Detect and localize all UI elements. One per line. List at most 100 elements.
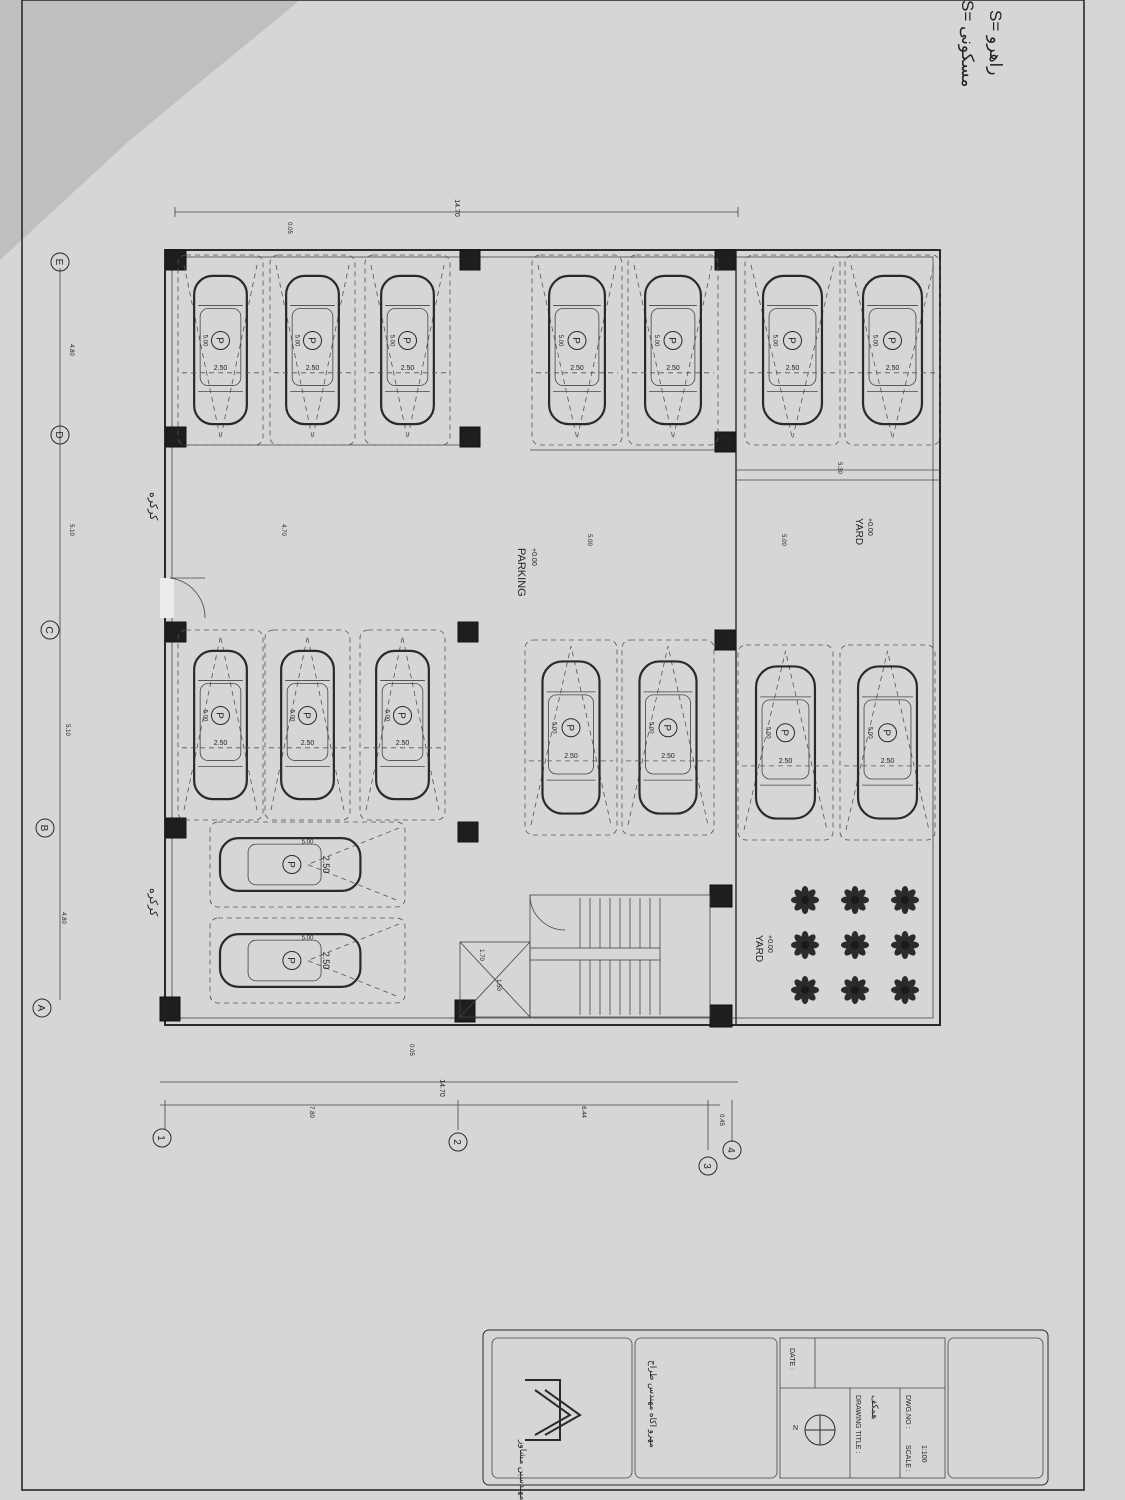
- shutter-door-label-2: کرکره: [147, 888, 159, 917]
- parking-marker: P: [779, 729, 790, 736]
- stall-length-dim: 5.00: [653, 335, 659, 347]
- grid-label-1: 1: [155, 1135, 166, 1141]
- grid-letter-axis: E D C B A 4.80 5.10 5.10 4.80: [32, 252, 74, 1018]
- stall-width-dim: 2.50: [779, 758, 793, 765]
- car-icon: [280, 649, 335, 801]
- shrub-icon: [841, 886, 869, 914]
- stall-length-dim: 5.00: [389, 335, 395, 347]
- elevator-shaft: [459, 941, 531, 1018]
- grid-label-3: 3: [701, 1163, 712, 1169]
- room-labels: PARKING +0.00 YARD +0.00 YARD +0.00 کرکر…: [147, 492, 873, 962]
- stall-width-dim: 2.50: [321, 856, 331, 874]
- staircase: 1.70 1.50: [459, 894, 711, 1018]
- grid-label-D: D: [53, 431, 64, 438]
- car-icon: [380, 274, 435, 426]
- scale-label: SCALE :: [904, 1445, 911, 1472]
- car-icon: [761, 274, 824, 426]
- grid-bubble-1: [152, 1128, 172, 1148]
- date-label: DATE :: [788, 1348, 795, 1370]
- legend-line-2: S= راهرو: [985, 10, 1005, 76]
- parking-level: +0.00: [530, 548, 537, 566]
- parking-marker: P: [564, 724, 575, 731]
- car-icon: [541, 660, 601, 815]
- shrub-icon: [891, 886, 919, 914]
- stall-width-dim: 2.50: [401, 365, 415, 372]
- stall-length-dim: 5.00: [867, 727, 873, 739]
- parking-stall: P2.505.00: [627, 254, 719, 446]
- company-logo: [525, 1379, 582, 1441]
- car-icon: [375, 649, 430, 801]
- yard-level-2: +0.00: [766, 935, 773, 953]
- dim-2-3: 6.44: [580, 1106, 586, 1118]
- parking-marker: P: [661, 724, 672, 731]
- lane-dim-1: 5.00: [586, 534, 592, 546]
- parking-marker: P: [214, 712, 225, 719]
- shrub-icon: [791, 931, 819, 959]
- stall-length-dim: 5.00: [648, 722, 654, 734]
- parking-stall: P2.505.00: [364, 254, 451, 446]
- parking-stall: P2.505.00: [524, 639, 618, 836]
- grid-bubble-4: [722, 1140, 742, 1160]
- shrub-icon: [791, 886, 819, 914]
- stall-length-dim: 5.00: [557, 335, 563, 347]
- overall-dim-bottom: 14.70: [438, 1079, 445, 1097]
- stall-width-dim: 2.50: [564, 753, 578, 760]
- yard-label-2: YARD: [753, 935, 764, 962]
- aisle-dim: 4.70: [280, 524, 286, 536]
- parking-marker: P: [396, 712, 407, 719]
- stair-dim-2: 1.50: [495, 979, 501, 991]
- parking-stall: P2.505.00: [839, 644, 936, 841]
- designer-name: مهرو اکاه مهندس طراح: [647, 1360, 658, 1448]
- lane-dim-3: 5.30: [836, 462, 842, 474]
- stall-width-dim: 2.50: [886, 365, 900, 372]
- stall-length-dim: 5.00: [384, 710, 390, 722]
- stall-length-dim: 5.00: [294, 335, 300, 347]
- sheet-border: [21, 0, 1085, 1491]
- parking-marker: P: [285, 957, 296, 964]
- parking-marker: P: [886, 337, 897, 344]
- stall-width-dim: 2.50: [570, 365, 584, 372]
- parking-stall: P2.505.00: [621, 639, 715, 836]
- parking-stall: P2.505.00: [359, 629, 446, 821]
- stair-landing-rail: [529, 947, 661, 961]
- parking-stall: P2.505.00: [177, 629, 264, 821]
- dim-D-C: 5.10: [68, 524, 74, 536]
- stall-width-dim: 2.50: [321, 952, 331, 970]
- grid-label-A: A: [35, 1005, 46, 1012]
- stall-length-dim: 5.00: [202, 335, 208, 347]
- overall-dim-top: 14.70: [453, 199, 460, 217]
- parking-marker: P: [786, 337, 797, 344]
- grid-number-axis: 1 2 3 4 7.80 6.44 0.45: [152, 1100, 742, 1176]
- dim-E-D: 4.80: [68, 344, 74, 356]
- parking-marker: P: [306, 337, 317, 344]
- yard-level-1: +0.00: [866, 518, 873, 536]
- yard-label-1: YARD: [853, 518, 864, 545]
- lane-dim-2: 5.00: [780, 534, 786, 546]
- grid-bubble-2: [448, 1132, 468, 1152]
- parking-stall: P2.505.00: [844, 254, 941, 446]
- company-name: مهندسین مشاور: [517, 1439, 528, 1500]
- parking-stall: P2.505.00: [531, 254, 623, 446]
- parking-marker: P: [881, 729, 892, 736]
- dim-1-2: 7.80: [308, 1106, 314, 1118]
- car-icon: [754, 665, 817, 820]
- logo-box: [491, 1337, 633, 1479]
- shrub-icon: [891, 931, 919, 959]
- stall-length-dim: 5.00: [765, 727, 771, 739]
- grid-label-2: 2: [451, 1139, 462, 1145]
- car-icon: [193, 274, 248, 426]
- structural-columns: [159, 249, 736, 1028]
- parking-stall: P 2.50 5.00: [737, 644, 834, 841]
- parking-marker: P: [214, 337, 225, 344]
- car-icon: [856, 665, 919, 820]
- car-icon: [547, 274, 606, 426]
- yard-plants: [791, 886, 919, 1004]
- dim-B-A: 4.80: [60, 912, 66, 924]
- stall-length-dim: 5.00: [302, 935, 314, 941]
- edge-dim-bottom: 0.05: [408, 1044, 414, 1056]
- stall-width-dim: 2.50: [214, 740, 228, 747]
- area-legend: S= مسکونی S= راهرو: [957, 0, 1005, 87]
